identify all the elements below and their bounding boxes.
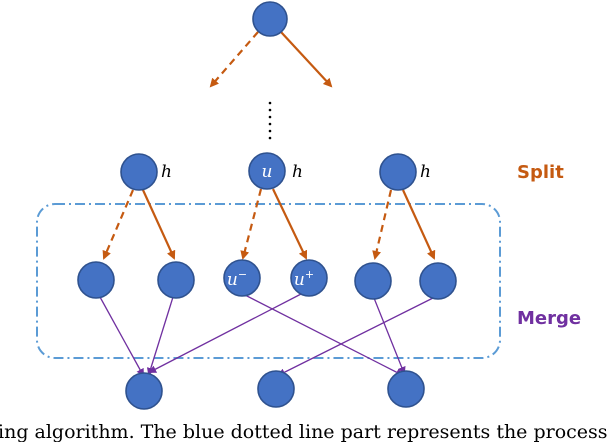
h-label-left: h	[161, 162, 172, 182]
root-split-dashed-arrow	[209, 31, 259, 88]
node-u-label: u	[262, 162, 273, 182]
node-u-minus	[223, 259, 261, 297]
node-child-2	[157, 261, 195, 299]
node-right-parent	[379, 153, 417, 191]
merge-arrow-2	[146, 296, 174, 376]
node-bottom-1	[125, 372, 163, 410]
split-middle-dashed-arrow	[240, 188, 263, 260]
merge-arrow-6	[277, 295, 438, 376]
h-label-middle: h	[292, 162, 303, 182]
split-middle-solid-arrow	[272, 188, 308, 260]
root-node	[252, 1, 288, 37]
merge-arrow-1	[99, 296, 144, 377]
h-label-right: h	[420, 162, 431, 182]
u-minus-sup: −	[238, 268, 247, 281]
root-split-solid-arrow	[280, 31, 333, 88]
node-left-parent	[120, 153, 158, 191]
split-right-dashed-arrow	[372, 189, 393, 260]
split-left-dashed-arrow	[102, 189, 135, 260]
node-bottom-2	[257, 370, 295, 408]
node-child-5	[354, 262, 392, 300]
node-u	[248, 152, 286, 190]
node-u-minus-label: u−	[227, 268, 247, 290]
u-plus-sup: +	[305, 268, 314, 281]
node-u-plus-label: u+	[294, 268, 314, 290]
split-left-solid-arrow	[141, 189, 176, 260]
node-child-1	[77, 261, 115, 299]
merge-arrow-5	[373, 297, 406, 375]
merge-label: Merge	[517, 308, 581, 329]
split-label: Split	[517, 162, 564, 183]
merge-arrow-3	[148, 292, 304, 373]
vertical-ellipsis	[268, 101, 272, 140]
node-bottom-3	[387, 370, 425, 408]
u-plus-base: u	[294, 270, 305, 290]
u-minus-base: u	[227, 270, 238, 290]
caption-text: ing algorithm. The blue dotted line part…	[0, 421, 608, 442]
merge-region-box	[36, 203, 501, 359]
node-child-6	[419, 262, 457, 300]
merge-arrow-4	[244, 294, 404, 376]
split-right-solid-arrow	[401, 189, 436, 260]
node-u-plus	[290, 259, 328, 297]
